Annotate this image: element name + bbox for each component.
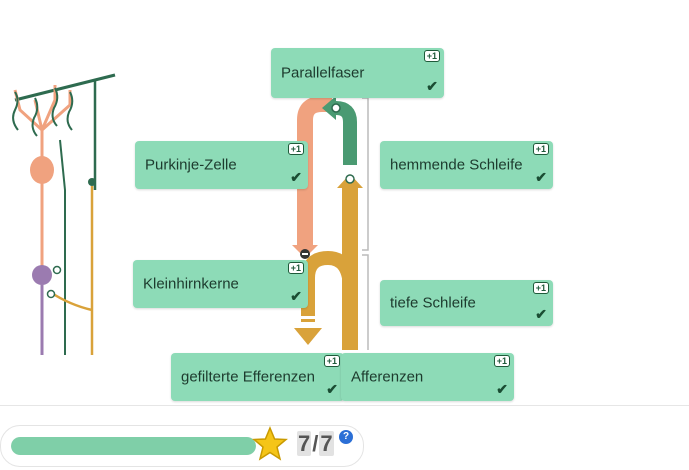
neuron-illustration (12, 73, 116, 355)
score-separator: / (312, 431, 319, 456)
loop-arrows (292, 96, 369, 350)
check-icon: ✔ (326, 381, 338, 397)
card-gefilterte-efferenzen[interactable]: gefilterte Efferenzen +1 ✔ (171, 353, 344, 401)
card-afferenzen[interactable]: Afferenzen +1 ✔ (341, 353, 514, 401)
check-icon: ✔ (290, 288, 302, 304)
card-parallelfaser[interactable]: Parallelfaser +1 ✔ (271, 48, 444, 98)
points-badge: +1 (493, 355, 510, 367)
card-hemmende-schleife[interactable]: hemmende Schleife +1 ✔ (380, 141, 553, 189)
check-icon: ✔ (535, 169, 547, 185)
card-label: Kleinhirnkerne (143, 275, 239, 293)
points-badge: +1 (532, 282, 549, 294)
card-label: gefilterte Efferenzen (181, 368, 315, 386)
card-purkinje-zelle[interactable]: Purkinje-Zelle +1 ✔ (135, 141, 308, 189)
check-icon: ✔ (496, 381, 508, 397)
card-label: Parallelfaser (281, 64, 365, 82)
help-icon[interactable]: ? (339, 430, 353, 444)
check-icon: ✔ (290, 169, 302, 185)
progress-track (11, 437, 256, 455)
card-kleinhirnkerne[interactable]: Kleinhirnkerne +1 ✔ (133, 260, 308, 308)
diagram-stage: Parallelfaser +1 ✔ Purkinje-Zelle +1 ✔ h… (12, 48, 553, 401)
check-icon: ✔ (426, 78, 438, 94)
points-badge: +1 (323, 355, 340, 367)
divider (0, 405, 689, 406)
star-icon (252, 426, 288, 461)
card-label: tiefe Schleife (390, 294, 476, 312)
progress-fill (11, 437, 256, 455)
card-label: Purkinje-Zelle (145, 156, 237, 174)
progress-bar (0, 425, 364, 467)
score-total: 7 (319, 431, 334, 456)
points-badge: +1 (532, 143, 549, 155)
score-readout: 7/7 (297, 431, 334, 457)
score-done: 7 (297, 431, 312, 456)
check-icon: ✔ (535, 306, 547, 322)
card-label: hemmende Schleife (390, 156, 523, 174)
card-label: Afferenzen (351, 368, 424, 386)
points-badge: +1 (287, 143, 304, 155)
card-tiefe-schleife[interactable]: tiefe Schleife +1 ✔ (380, 280, 553, 326)
points-badge: +1 (287, 262, 304, 274)
points-badge: +1 (423, 50, 440, 62)
